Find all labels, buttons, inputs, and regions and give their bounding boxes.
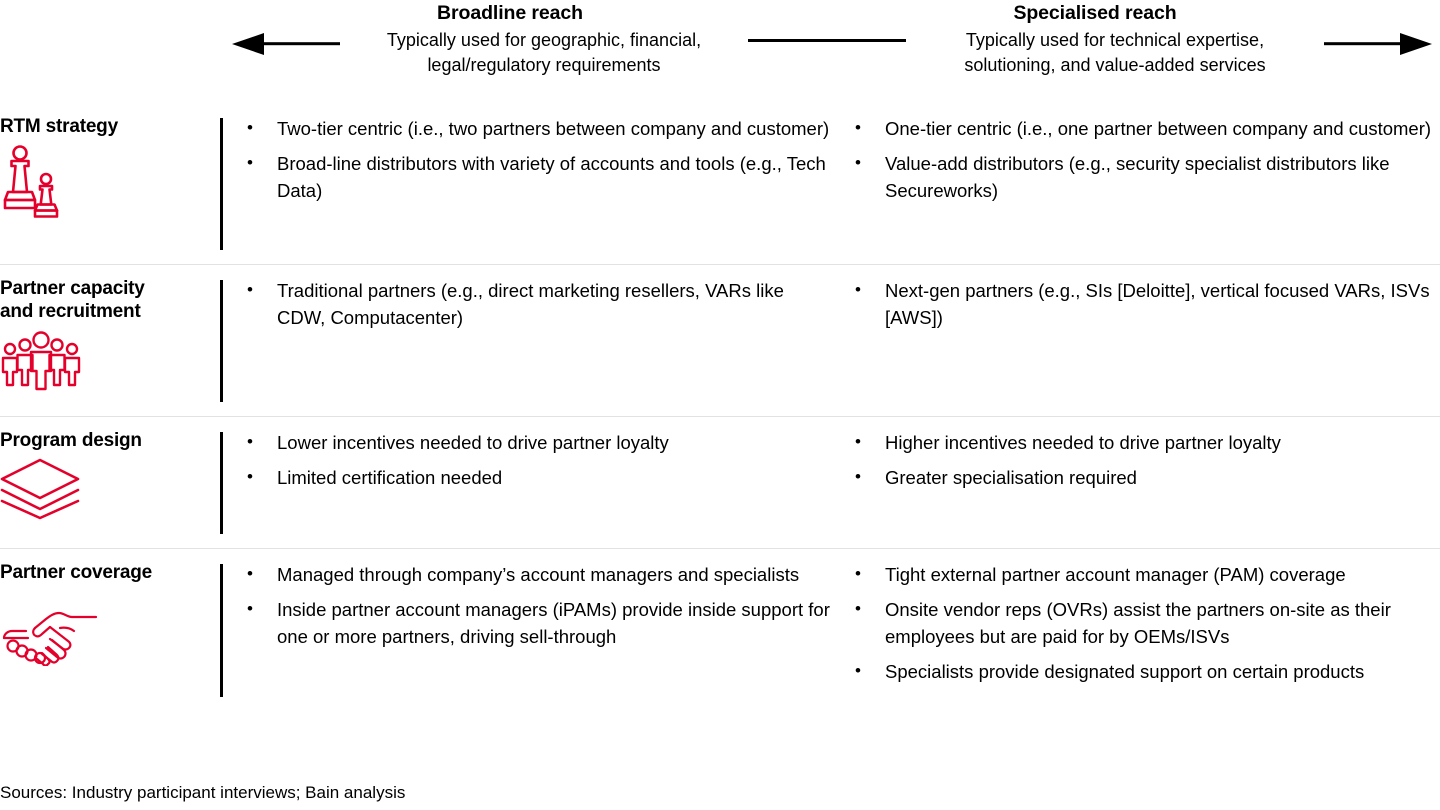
- row-columns: Managed through company’s account manage…: [220, 549, 1440, 711]
- row-label-text: RTM strategy: [0, 116, 118, 137]
- header-titles: Broadline reach Specialised reach: [0, 2, 1440, 25]
- row-columns: Two-tier centric (i.e., two partners bet…: [220, 103, 1440, 264]
- list-item: Traditional partners (e.g., direct marke…: [237, 276, 833, 331]
- list-item: One-tier centric (i.e., one partner betw…: [845, 114, 1440, 142]
- column-broadline: Two-tier centric (i.e., two partners bet…: [237, 103, 845, 264]
- header-subtitle-specialised: Typically used for technical expertise, …: [964, 30, 1266, 75]
- column-specialised: Higher incentives needed to drive partne…: [845, 417, 1440, 548]
- row-label-rtm-strategy: RTM strategy: [0, 103, 220, 264]
- table-row: Partner capacity and recruitment: [0, 264, 1440, 416]
- bullet-list-broadline: Traditional partners (e.g., direct marke…: [237, 276, 833, 331]
- row-label-partner-coverage: Partner coverage: [0, 549, 220, 711]
- bullet-list-specialised: Higher incentives needed to drive partne…: [845, 428, 1440, 491]
- list-item: Tight external partner account manager (…: [845, 560, 1440, 588]
- row-label-partner-capacity-and-recruitment: Partner capacity and recruitment: [0, 265, 220, 416]
- header-title-broadline: Broadline reach: [437, 2, 583, 24]
- bullet-list-specialised: Tight external partner account manager (…: [845, 560, 1440, 685]
- list-item: Next-gen partners (e.g., SIs [Deloitte],…: [845, 276, 1440, 331]
- list-item: Inside partner account managers (iPAMs) …: [237, 595, 833, 650]
- row-label-program-design: Program design: [0, 417, 220, 548]
- chess-pieces-icon: [3, 145, 59, 218]
- header-title-specialised: Specialised reach: [1013, 2, 1177, 24]
- list-item: Broad-line distributors with variety of …: [237, 149, 833, 204]
- row-label-text: Partner capacity and recruitment: [0, 278, 145, 322]
- list-item: Greater specialisation required: [845, 463, 1440, 491]
- table-row: RTM strategy: [0, 103, 1440, 264]
- list-item: Limited certification needed: [237, 463, 833, 491]
- row-label-text: Partner coverage: [0, 562, 153, 583]
- header-connector-rule: [748, 39, 906, 42]
- column-specialised: Next-gen partners (e.g., SIs [Deloitte],…: [845, 265, 1440, 416]
- list-item: Managed through company’s account manage…: [237, 560, 833, 588]
- column-broadline: Lower incentives needed to drive partner…: [237, 417, 845, 548]
- list-item: Specialists provide designated support o…: [845, 657, 1440, 685]
- table-row: Program design Lower incentives needed t…: [0, 416, 1440, 548]
- sources-note: Sources: Industry participant interviews…: [0, 783, 406, 802]
- header-spectrum-arrow-row: Typically used for geographic, financial…: [0, 28, 1440, 82]
- header: Broadline reach Specialised reach Typica…: [0, 0, 1440, 92]
- arrow-right-icon: [1324, 33, 1432, 55]
- list-item: Lower incentives needed to drive partner…: [237, 428, 833, 456]
- row-label-text: Program design: [0, 430, 142, 451]
- bullet-list-broadline: Managed through company’s account manage…: [237, 560, 833, 650]
- arrow-left-icon: [232, 33, 340, 55]
- header-subtitle-broadline: Typically used for geographic, financial…: [386, 30, 702, 75]
- list-item: Value-add distributors (e.g., security s…: [845, 149, 1440, 204]
- table-row: Partner coverage: [0, 548, 1440, 711]
- list-item: Two-tier centric (i.e., two partners bet…: [237, 114, 833, 142]
- list-item: Higher incentives needed to drive partne…: [845, 428, 1440, 456]
- bullet-list-specialised: One-tier centric (i.e., one partner betw…: [845, 114, 1440, 204]
- group-of-people-icon: [1, 331, 81, 391]
- row-columns: Lower incentives needed to drive partner…: [220, 417, 1440, 548]
- column-broadline: Traditional partners (e.g., direct marke…: [237, 265, 845, 416]
- column-broadline: Managed through company’s account manage…: [237, 549, 845, 711]
- stacked-layers-icon: [0, 458, 80, 520]
- comparison-table: RTM strategy: [0, 103, 1440, 711]
- bullet-list-broadline: Lower incentives needed to drive partner…: [237, 428, 833, 491]
- column-specialised: Tight external partner account manager (…: [845, 549, 1440, 711]
- bullet-list-broadline: Two-tier centric (i.e., two partners bet…: [237, 114, 833, 204]
- bullet-list-specialised: Next-gen partners (e.g., SIs [Deloitte],…: [845, 276, 1440, 331]
- column-specialised: One-tier centric (i.e., one partner betw…: [845, 103, 1440, 264]
- row-columns: Traditional partners (e.g., direct marke…: [220, 265, 1440, 416]
- list-item: Onsite vendor reps (OVRs) assist the par…: [845, 595, 1440, 650]
- handshake-icon: [2, 611, 98, 666]
